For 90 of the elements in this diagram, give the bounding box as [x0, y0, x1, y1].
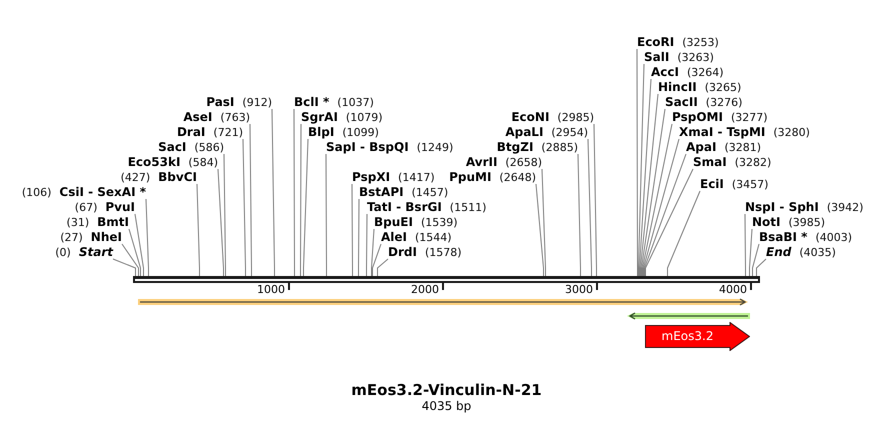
cut-site-label: (106) CsiI - SexAI * [22, 185, 146, 199]
scale-label: 1000 [257, 283, 285, 296]
cut-site-label: HincII (3265) [658, 80, 742, 94]
leader-line [358, 198, 360, 276]
cut-site-label: (67) PvuI [74, 200, 135, 214]
leader-line [134, 214, 144, 276]
cut-site-label: End (4035) [766, 245, 836, 259]
map-title: mEos3.2-Vinculin-N-21 [351, 381, 542, 399]
cut-site-label: TatI - BsrGI (1511) [367, 200, 486, 214]
cut-site-label: (427) BbvCI [120, 170, 197, 184]
cut-site-label: SmaI (3282) [693, 155, 772, 169]
cut-site-label: AseI (763) [183, 110, 250, 124]
cut-site-label: DraI (721) [176, 125, 243, 139]
scale-label: 2000 [411, 283, 439, 296]
cut-site-label: SgrAI (1079) [301, 110, 382, 124]
sequence-feature [138, 297, 748, 307]
leader-line [642, 124, 672, 276]
leader-line [749, 228, 752, 276]
leader-line [641, 108, 666, 276]
cut-site-label: Eco53kI (584) [128, 155, 218, 169]
leader-line [578, 154, 581, 276]
leader-line [146, 198, 149, 276]
leader-line [756, 258, 766, 276]
leader-line [303, 138, 308, 276]
leader-line [645, 168, 694, 276]
cut-site-label: AleI (1544) [381, 230, 452, 244]
cut-site-label: PasI (912) [206, 95, 272, 109]
cut-site-label: (0) Start [55, 245, 113, 259]
cut-site-label: BclI * (1037) [294, 95, 374, 109]
leader-line [300, 124, 302, 276]
leader-line [326, 154, 327, 276]
cut-site-label: NspI - SphI (3942) [745, 200, 864, 214]
cut-site-label: PpuMI (2648) [449, 170, 536, 184]
cut-site-label: EcoNI (2985) [511, 110, 594, 124]
leader-line [294, 108, 295, 276]
leader-line [536, 184, 544, 276]
leader-line [371, 228, 374, 276]
cut-site-label: BlpI (1099) [308, 125, 379, 139]
cut-site-label: PspXI (1417) [352, 170, 435, 184]
sequence-feature [627, 311, 750, 321]
leader-line [644, 154, 686, 276]
cut-site-label: NotI (3985) [752, 215, 826, 229]
leader-line [250, 124, 252, 276]
leader-line [594, 124, 597, 276]
leader-line [242, 138, 246, 276]
cut-site-label: XmaI - TspMI (3280) [679, 125, 810, 139]
cut-site-label: BstAPI (1457) [359, 185, 448, 199]
leader-line [352, 184, 353, 276]
cut-site-label: SacII (3276) [665, 95, 742, 109]
cut-site-label: PspOMI (3277) [672, 110, 768, 124]
leader-line [640, 94, 658, 276]
leader-line [588, 138, 592, 276]
leader-line [272, 108, 275, 276]
cut-site-label: DrdI (1578) [388, 245, 462, 259]
leader-line [542, 168, 546, 276]
cut-site-label: BsaBI * (4003) [759, 230, 852, 244]
dna-backbone [133, 276, 760, 283]
cut-site-label: (31) BmtI [66, 215, 129, 229]
cut-site-label: SalI (3263) [644, 50, 714, 64]
leader-line [377, 258, 388, 276]
cut-site-label: ApaLI (2954) [505, 125, 588, 139]
cut-site-label: BpuEI (1539) [374, 215, 458, 229]
cut-site-label: (27) NheI [60, 230, 122, 244]
leader-line [752, 244, 760, 276]
leader-line [112, 258, 136, 276]
sequence-feature: mEos3.2 [645, 322, 750, 350]
leader-line [638, 64, 644, 276]
leader-line [744, 214, 746, 276]
cut-site-label: AvrII (2658) [466, 155, 542, 169]
sequence-length: 4035 bp [422, 399, 472, 414]
leader-line [639, 78, 652, 276]
leader-line [667, 190, 700, 276]
cut-site-label: EcoRI (3253) [637, 35, 719, 49]
cut-site-label: AccI (3264) [651, 65, 724, 79]
scale-label: 3000 [565, 283, 593, 296]
leader-line [128, 228, 141, 276]
scale-label: 4000 [719, 283, 747, 296]
cut-site-label: ApaI (3281) [686, 140, 762, 154]
leader-line [366, 214, 368, 276]
leader-line [643, 138, 680, 276]
cut-site-label: SapI - BspQI (1249) [326, 140, 454, 154]
leader-line [122, 244, 139, 276]
cut-site-label: EciI (3457) [700, 177, 768, 191]
leader-line [372, 244, 382, 276]
cut-site-label: BtgZI (2885) [496, 140, 578, 154]
leader-line [218, 168, 224, 276]
leader-line [224, 154, 226, 276]
leader-line [196, 184, 200, 276]
leader-line [636, 48, 638, 276]
cut-site-label: SacI (586) [158, 140, 224, 154]
